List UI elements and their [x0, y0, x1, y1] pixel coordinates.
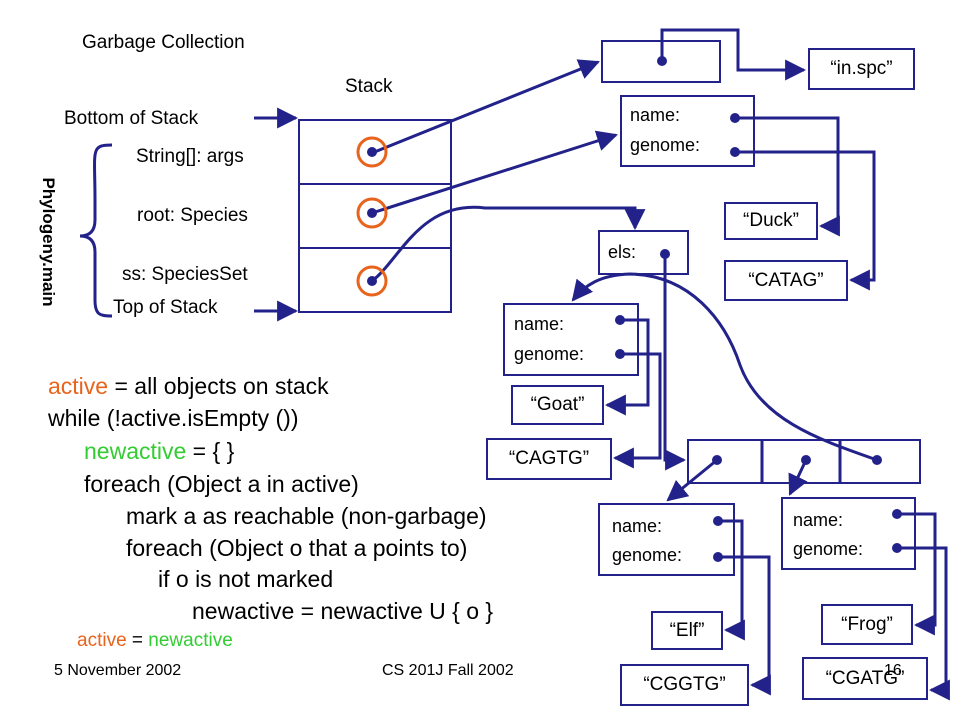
code-line-4: foreach (Object a in active)	[84, 471, 359, 497]
elf-genome-pointer	[718, 555, 771, 696]
string-duck: “Duck”	[724, 202, 818, 240]
string-in-spc: “in.spc”	[808, 48, 915, 90]
array-element-0-pointer	[666, 458, 718, 502]
pointer-dot	[660, 249, 670, 259]
pointer-dot	[730, 113, 740, 123]
footer-course: CS 201J Fall 2002	[382, 662, 514, 679]
stack-var-root: root: Species	[137, 205, 248, 226]
string-cgatg: “CGATG”	[802, 657, 928, 700]
marked-root-circle	[356, 136, 388, 168]
name-field: name:	[793, 510, 844, 530]
elf-species-object: name: genome:	[598, 503, 735, 576]
marked-root-circle	[356, 265, 388, 297]
string-cggtg: “CGGTG”	[620, 664, 749, 706]
elf-name-pointer	[718, 519, 745, 641]
stack-var-ss: ss: SpeciesSet	[122, 264, 248, 285]
pointer-dot	[367, 276, 377, 286]
root-species-object: name: genome:	[620, 95, 755, 167]
code-line-5: mark a as reachable (non-garbage)	[126, 503, 487, 529]
genome-field: genome:	[793, 539, 864, 559]
args-pointer	[371, 59, 600, 155]
footer-page-number: 16	[884, 662, 902, 679]
pointer-dot	[892, 509, 902, 519]
name-field: name:	[630, 105, 681, 125]
pointer-dot	[872, 455, 882, 465]
root-name-pointer	[735, 116, 840, 237]
genome-field: genome:	[612, 545, 683, 565]
frog-species-object: name: genome:	[781, 497, 916, 570]
name-field: name:	[514, 314, 565, 334]
pointer-dot	[615, 349, 625, 359]
name-field: name:	[612, 516, 663, 536]
stack-var-args: String[]: args	[136, 146, 244, 167]
code-line-6: foreach (Object o that a points to)	[126, 535, 468, 561]
genome-field: genome:	[514, 344, 585, 364]
string-catag: “CATAG”	[724, 260, 848, 301]
pointer-dot	[892, 543, 902, 553]
els-field: els:	[608, 242, 637, 262]
root-pointer	[371, 130, 619, 215]
frog-genome-pointer	[897, 546, 950, 701]
pointer-dot	[730, 147, 740, 157]
frog-name-pointer	[897, 512, 937, 636]
els-pointer	[663, 254, 687, 471]
top-of-stack-label: Top of Stack	[113, 297, 218, 318]
pointer-dot	[367, 147, 377, 157]
ss-pointer	[371, 205, 646, 283]
args-element-pointer	[660, 28, 807, 81]
pointer-dot	[801, 455, 811, 465]
pointer-dot	[657, 56, 667, 66]
pointer-dot	[713, 516, 723, 526]
stack-label: Stack	[345, 76, 393, 97]
pointer-dot	[367, 208, 377, 218]
string-frog: “Frog”	[821, 604, 913, 645]
goat-name-pointer	[604, 318, 650, 416]
footer-date: 5 November 2002	[54, 662, 182, 679]
pointer-dot	[713, 552, 723, 562]
array-element-1-pointer	[788, 459, 808, 496]
string-elf: “Elf”	[651, 611, 723, 650]
brace	[79, 143, 113, 318]
code-line-2: while (!active.isEmpty ())	[48, 405, 299, 431]
pointer-dot	[712, 455, 722, 465]
code-line-9: active = newactive	[77, 630, 233, 651]
goat-genome-pointer	[612, 352, 662, 469]
genome-field: genome:	[630, 135, 701, 155]
slide-title: Garbage Collection	[82, 32, 245, 53]
code-line-1: active = all objects on stack	[48, 373, 329, 399]
pointer-dot	[615, 315, 625, 325]
string-goat: “Goat”	[511, 385, 604, 425]
array-element-2-pointer	[571, 272, 878, 462]
code-line-3: newactive = { }	[84, 438, 235, 464]
string-cagtg: “CAGTG”	[486, 438, 612, 480]
speciesset-object: els:	[598, 230, 689, 275]
code-line-7: if o is not marked	[158, 566, 334, 592]
code-line-8: newactive = newactive U { o }	[192, 598, 494, 624]
marked-root-circle	[356, 197, 388, 229]
root-genome-pointer	[735, 150, 876, 291]
goat-species-object: name: genome:	[503, 303, 639, 376]
bottom-of-stack-label: Bottom of Stack	[64, 108, 199, 129]
